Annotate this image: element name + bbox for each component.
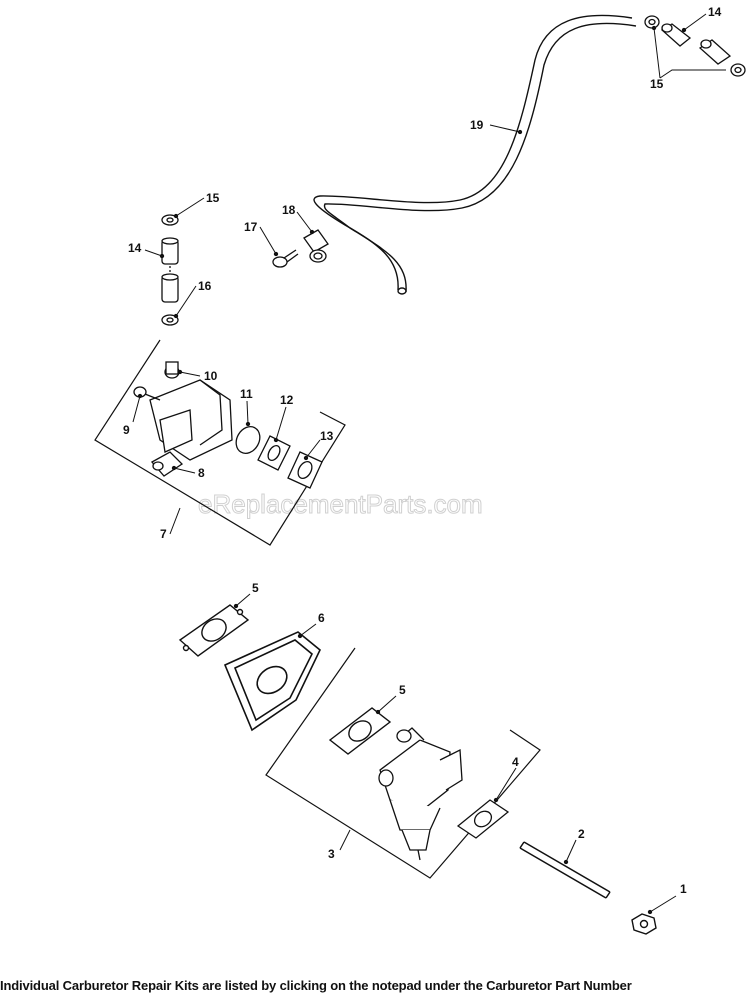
fuel-line[interactable] bbox=[313, 14, 637, 295]
callout-11: 11 bbox=[240, 387, 253, 401]
callout-16: 16 bbox=[198, 279, 212, 293]
hex-nut[interactable] bbox=[631, 913, 657, 935]
callout-8: 8 bbox=[198, 466, 205, 480]
callout-15-left: 15 bbox=[206, 191, 220, 205]
carburetor-kit-bracket bbox=[265, 647, 541, 879]
callout-19: 19 bbox=[470, 118, 484, 132]
carburetor-gasket-4[interactable] bbox=[456, 799, 510, 839]
callout-2: 2 bbox=[578, 827, 585, 841]
callout-18: 18 bbox=[282, 203, 296, 217]
callout-labels: 1 2 3 4 5 5 6 7 8 9 10 11 12 13 14 14 15… bbox=[123, 5, 722, 896]
callout-1: 1 bbox=[680, 882, 687, 896]
parts-diagram: eReplacementParts.com bbox=[94, 5, 746, 935]
callout-leaders bbox=[132, 13, 726, 915]
screw-and-clip[interactable] bbox=[272, 229, 329, 268]
fuel-hose-pump[interactable] bbox=[161, 214, 179, 326]
callout-3: 3 bbox=[328, 847, 335, 861]
callout-14-left: 14 bbox=[128, 241, 142, 255]
callout-7: 7 bbox=[160, 527, 167, 541]
carburetor-gasket-lower[interactable] bbox=[328, 707, 392, 755]
carburetor-gasket-upper[interactable] bbox=[178, 604, 250, 657]
callout-5-lower: 5 bbox=[399, 683, 406, 697]
callout-12: 12 bbox=[280, 393, 294, 407]
callout-13: 13 bbox=[320, 429, 334, 443]
fuel-pump-kit-bracket bbox=[94, 339, 346, 546]
callout-9: 9 bbox=[123, 423, 130, 437]
fuel-hose-upper[interactable] bbox=[644, 15, 746, 77]
callout-4: 4 bbox=[512, 755, 519, 769]
heat-shield[interactable] bbox=[223, 631, 321, 732]
carburetor[interactable] bbox=[378, 727, 463, 861]
footer-note: Individual Carburetor Repair Kits are li… bbox=[0, 978, 632, 993]
callout-10: 10 bbox=[204, 369, 218, 383]
mounting-stud[interactable] bbox=[519, 841, 611, 899]
watermark: eReplacementParts.com bbox=[198, 489, 483, 519]
callout-15-right: 15 bbox=[650, 77, 664, 91]
fuel-pump[interactable] bbox=[133, 361, 233, 477]
callout-17: 17 bbox=[244, 220, 258, 234]
pump-gaskets[interactable] bbox=[231, 422, 323, 489]
callout-14-right: 14 bbox=[708, 5, 722, 19]
callout-5-upper: 5 bbox=[252, 581, 259, 595]
callout-6: 6 bbox=[318, 611, 325, 625]
